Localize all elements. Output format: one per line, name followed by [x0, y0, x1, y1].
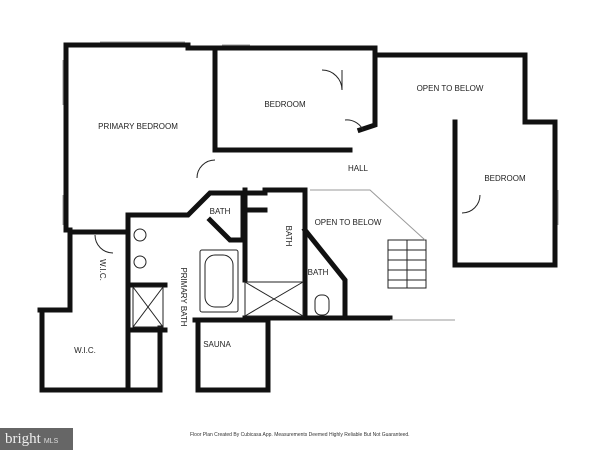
- room-label-wic-1: W.I.C.: [98, 259, 107, 281]
- windows: [62, 41, 559, 321]
- room-label-bedroom-2: BEDROOM: [484, 174, 526, 183]
- room-label-primary-bedroom: PRIMARY BEDROOM: [98, 122, 178, 131]
- room-label-bath-2: BATH: [284, 226, 293, 247]
- disclaimer: Floor Plan Created By Cubicasa App. Meas…: [190, 432, 410, 438]
- room-label-bath-1: BATH: [210, 207, 231, 216]
- fixtures: [94, 69, 481, 328]
- room-label-primary-bath: PRIMARY BATH: [179, 267, 188, 326]
- room-label-wic-2: W.I.C.: [74, 346, 96, 355]
- room-label-bedroom: BEDROOM: [264, 100, 306, 109]
- walls: [37, 42, 558, 393]
- room-label-bath-3: BATH: [308, 268, 329, 277]
- room-label-hall: HALL: [348, 164, 369, 173]
- room-label-sauna: SAUNA: [203, 340, 231, 349]
- room-label-open-to-below: OPEN TO BELOW: [417, 84, 484, 93]
- room-label-open-to-below-2: OPEN TO BELOW: [315, 218, 382, 227]
- logo-suffix: MLS: [43, 438, 59, 445]
- logo-text: bright: [5, 431, 41, 447]
